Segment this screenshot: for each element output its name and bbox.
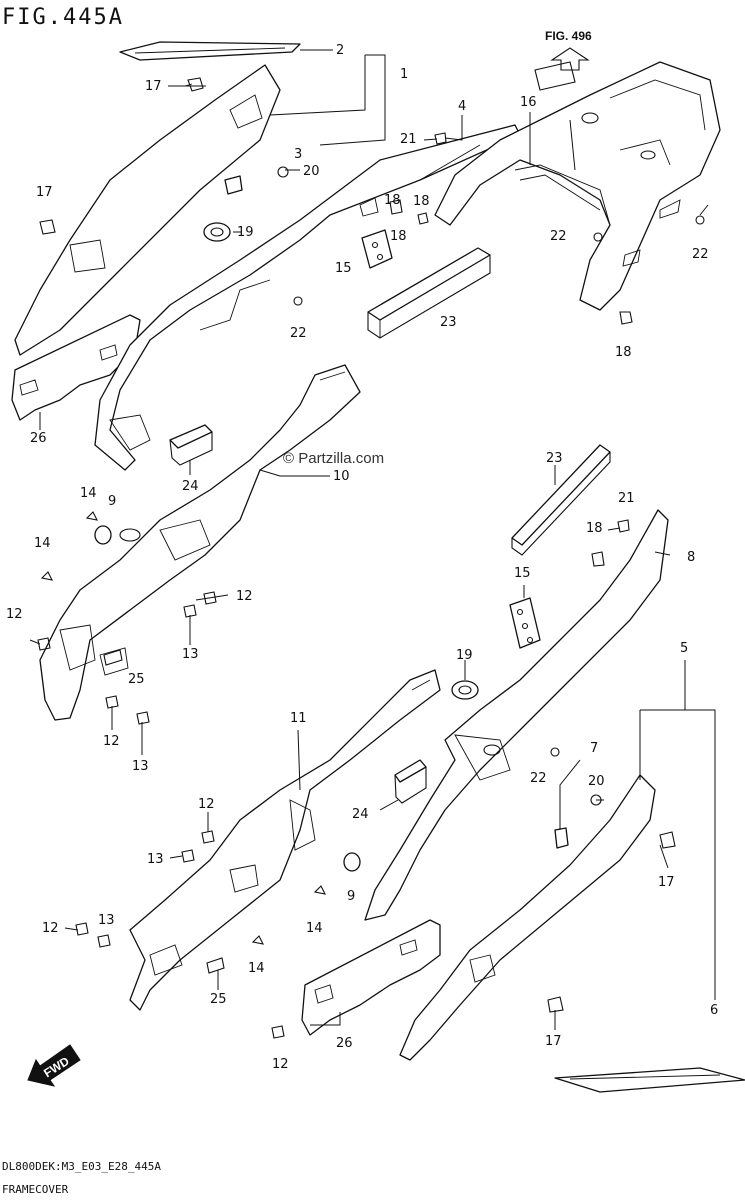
callout-13-c: 13 <box>147 852 164 867</box>
callout-2: 2 <box>336 43 344 58</box>
callout-25-b: 25 <box>210 992 227 1007</box>
pad-upper <box>169 424 213 466</box>
callout-18-b: 18 <box>390 229 407 244</box>
callout-9-upper: 9 <box>108 494 116 509</box>
callout-10: 10 <box>333 469 350 484</box>
callout-26-a: 26 <box>30 431 47 446</box>
callout-numbers: 1 2 3 4 5 6 7 8 9 9 10 11 12 12 12 12 12… <box>6 43 718 1072</box>
callout-17-b: 17 <box>36 185 53 200</box>
callout-8: 8 <box>687 550 695 565</box>
callout-21-b: 21 <box>618 491 635 506</box>
callout-18-a: 18 <box>384 193 401 208</box>
callout-21-a: 21 <box>400 132 417 147</box>
callout-24-b: 24 <box>352 807 369 822</box>
footer-section-name: FRAMECOVER <box>2 1183 69 1196</box>
callout-11: 11 <box>290 711 307 726</box>
callout-17-a: 17 <box>145 79 162 94</box>
callout-22-d: 22 <box>530 771 547 786</box>
callout-3: 3 <box>294 147 302 162</box>
callout-1: 1 <box>400 67 408 82</box>
svg-text:© Partzilla.com: © Partzilla.com <box>283 450 384 467</box>
seal-strip-lower <box>511 444 611 556</box>
callout-12-c: 12 <box>103 734 120 749</box>
callout-13-b: 13 <box>132 759 149 774</box>
inner-cover-right <box>129 669 441 1011</box>
callout-18-e: 18 <box>586 521 603 536</box>
lower-panel <box>301 919 441 1036</box>
callout-22-a: 22 <box>290 326 307 341</box>
footer-model-code: DL800DEK:M3_E03_E28_445A <box>2 1160 161 1173</box>
callout-5: 5 <box>680 641 688 656</box>
callout-20-a: 20 <box>303 164 320 179</box>
pad-lower <box>394 759 427 804</box>
callout-23-b: 23 <box>546 451 563 466</box>
callout-18-d: 18 <box>615 345 632 360</box>
lower-side-cover <box>399 774 745 1093</box>
seal-strip-upper <box>367 247 491 339</box>
callout-25-a: 25 <box>128 672 145 687</box>
figure-reference[interactable]: FIG. 496 <box>545 29 592 43</box>
callout-14-b: 14 <box>34 536 51 551</box>
inner-cover-left <box>39 364 361 721</box>
callout-14-a: 14 <box>80 486 97 501</box>
callout-16: 16 <box>520 95 537 110</box>
leader-lines <box>29 49 716 1030</box>
callout-12-a: 12 <box>236 589 253 604</box>
callout-15-a: 15 <box>335 261 352 276</box>
callout-7: 7 <box>590 741 598 756</box>
callout-12-e: 12 <box>42 921 59 936</box>
callout-12-b: 12 <box>6 607 23 622</box>
callout-24-a: 24 <box>182 479 199 494</box>
callout-19-b: 19 <box>456 648 473 663</box>
callout-13-d: 13 <box>98 913 115 928</box>
callout-17-d: 17 <box>545 1034 562 1049</box>
watermark: © Partzilla.com <box>283 450 384 467</box>
callout-13-a: 13 <box>182 647 199 662</box>
callout-14-d: 14 <box>248 961 265 976</box>
hardware <box>37 77 705 1039</box>
fwd-arrow-icon: FWD <box>27 1044 81 1087</box>
callout-17-c: 17 <box>658 875 675 890</box>
callout-12-d: 12 <box>198 797 215 812</box>
callout-26-b: 26 <box>336 1036 353 1051</box>
upper-left-cover <box>11 41 301 421</box>
callout-12-f: 12 <box>272 1057 289 1072</box>
figure-title: FIG.445A <box>2 5 124 30</box>
callout-20-b: 20 <box>588 774 605 789</box>
rear-subframe <box>434 61 721 311</box>
callout-22-c: 22 <box>692 247 709 262</box>
callout-14-c: 14 <box>306 921 323 936</box>
callout-15-b: 15 <box>514 566 531 581</box>
callout-9-lower: 9 <box>347 889 355 904</box>
callout-22-b: 22 <box>550 229 567 244</box>
callout-6: 6 <box>710 1003 718 1018</box>
upper-frame-cover <box>94 124 521 471</box>
reference-arrow-icon <box>550 47 590 71</box>
callout-18-c: 18 <box>413 194 430 209</box>
callout-19-a: 19 <box>237 225 254 240</box>
callout-23-a: 23 <box>440 315 457 330</box>
callout-4: 4 <box>458 99 466 114</box>
lower-right-cover[interactable] <box>364 509 669 921</box>
